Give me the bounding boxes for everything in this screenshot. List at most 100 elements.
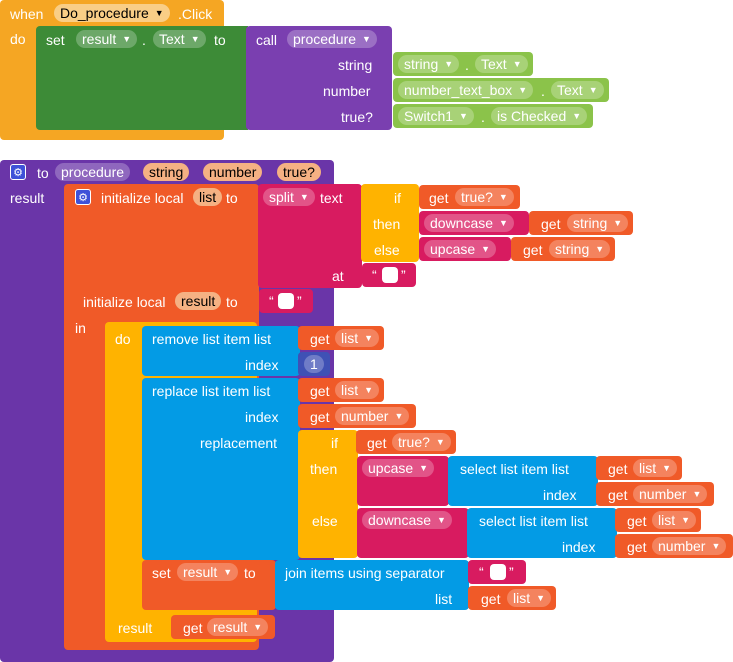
- init-local-to-label: to: [226, 190, 238, 206]
- select1-label: select list item list: [460, 461, 569, 477]
- get-label: get: [310, 331, 330, 347]
- replacement-label: replacement: [200, 435, 278, 451]
- text-function-dropdown[interactable]: downcase▼: [362, 511, 452, 529]
- do-label: do: [10, 31, 26, 47]
- join-with-separator-block[interactable]: [275, 560, 469, 610]
- chevron-down-icon: ▼: [394, 411, 404, 422]
- set-component-dropdown[interactable]: result▼: [76, 30, 138, 48]
- set-dot: .: [142, 32, 146, 48]
- get-list-block-3[interactable]: [596, 456, 682, 480]
- chevron-down-icon: ▼: [681, 515, 691, 526]
- get-var-dropdown[interactable]: result▼: [207, 618, 269, 636]
- get-number-block-1[interactable]: [298, 404, 416, 428]
- set-result-text-block[interactable]: [36, 26, 248, 130]
- string-component-dropdown[interactable]: string▼: [398, 55, 460, 73]
- string-dot: .: [465, 57, 469, 73]
- gear-icon[interactable]: ⚙: [75, 189, 91, 205]
- call-label: call: [256, 32, 278, 48]
- number-text-getter-block[interactable]: [393, 78, 609, 102]
- number-component-dropdown[interactable]: number_text_box▼: [398, 81, 534, 99]
- string-property-dropdown[interactable]: Text▼: [475, 55, 528, 73]
- get-list-block-5[interactable]: [468, 586, 556, 610]
- get-var-dropdown[interactable]: string▼: [549, 240, 611, 258]
- if-then-else-block-1[interactable]: [361, 184, 419, 262]
- upcase-block-2[interactable]: [357, 456, 449, 506]
- get-var-dropdown[interactable]: string▼: [567, 214, 629, 232]
- get-list-block-1[interactable]: [298, 326, 384, 350]
- split-at-label: at: [332, 268, 344, 284]
- split-text-block[interactable]: [258, 184, 362, 288]
- select-list-item-block-1[interactable]: [448, 456, 598, 506]
- get-number-block-3[interactable]: [615, 534, 733, 558]
- chevron-down-icon: ▼: [613, 218, 623, 229]
- get-string-block-1[interactable]: [529, 211, 633, 235]
- text-function-dropdown[interactable]: upcase▼: [424, 240, 497, 258]
- get-label: get: [183, 620, 203, 636]
- switch-property-dropdown[interactable]: is Checked▼: [491, 107, 588, 125]
- get-var-dropdown[interactable]: number▼: [633, 485, 708, 503]
- get-var-dropdown[interactable]: number▼: [335, 407, 410, 425]
- get-string-block-2[interactable]: [511, 237, 615, 261]
- local-var-list-chip[interactable]: list: [193, 188, 223, 206]
- get-var-dropdown[interactable]: true?▼: [455, 188, 514, 206]
- split-function-dropdown[interactable]: split▼: [263, 188, 315, 206]
- text-function-dropdown[interactable]: upcase▼: [362, 459, 435, 477]
- text-function-dropdown[interactable]: downcase▼: [424, 214, 514, 232]
- get-list-block-4[interactable]: [615, 508, 701, 532]
- select-list-item-block-2[interactable]: [467, 508, 617, 558]
- get-label: get: [541, 216, 561, 232]
- get-label: get: [310, 409, 330, 425]
- param-number-chip[interactable]: number: [203, 163, 263, 181]
- get-var-dropdown[interactable]: list▼: [652, 511, 697, 529]
- quote-close: ”: [509, 564, 514, 580]
- empty-text-field[interactable]: [490, 564, 506, 580]
- chevron-down-icon: ▼: [662, 463, 672, 474]
- get-true-block-1[interactable]: [419, 185, 520, 209]
- number-property-dropdown[interactable]: Text▼: [551, 81, 604, 99]
- get-number-block-2[interactable]: [596, 482, 714, 506]
- get-var-dropdown[interactable]: list▼: [507, 589, 552, 607]
- empty-text-field[interactable]: [382, 267, 398, 283]
- get-var-dropdown[interactable]: list▼: [633, 459, 678, 477]
- replace-list-item-block[interactable]: [142, 378, 300, 560]
- local-var-result-chip[interactable]: result: [175, 292, 222, 310]
- call-procedure-block[interactable]: [246, 26, 392, 130]
- string-text-getter-block[interactable]: [393, 52, 533, 76]
- quote-close: ”: [297, 293, 302, 309]
- set-property-dropdown[interactable]: Text▼: [153, 30, 206, 48]
- set-to-label: to: [214, 32, 226, 48]
- if2-then-label: then: [310, 461, 338, 477]
- number-1-block[interactable]: [298, 352, 330, 376]
- remove-list-item-block[interactable]: [142, 326, 300, 376]
- replace-index-label: index: [245, 409, 279, 425]
- chevron-down-icon: ▼: [499, 218, 508, 229]
- get-list-block-2[interactable]: [298, 378, 384, 402]
- event-component-dropdown[interactable]: Do_procedure▼: [54, 4, 170, 22]
- set-var-dropdown[interactable]: result▼: [177, 563, 239, 581]
- get-var-dropdown[interactable]: number▼: [652, 537, 727, 555]
- empty-text-field[interactable]: [278, 293, 294, 309]
- upcase-block-1[interactable]: [419, 237, 511, 261]
- call-procedure-dropdown[interactable]: procedure▼: [287, 30, 377, 48]
- chevron-down-icon: ▼: [253, 622, 263, 633]
- switch-component-dropdown[interactable]: Switch1▼: [398, 107, 474, 125]
- select2-index-label: index: [562, 539, 596, 555]
- switch-checked-getter-block[interactable]: [393, 104, 593, 128]
- param-string-chip[interactable]: string: [143, 163, 190, 181]
- select1-index-label: index: [543, 487, 577, 503]
- get-var-dropdown[interactable]: list▼: [335, 381, 380, 399]
- param-true-chip[interactable]: true?: [277, 163, 321, 181]
- get-var-dropdown[interactable]: list▼: [335, 329, 380, 347]
- downcase-block-2[interactable]: [357, 508, 469, 558]
- set-result-block[interactable]: [142, 560, 276, 610]
- get-true-block-2[interactable]: [356, 430, 456, 454]
- chevron-down-icon: ▼: [437, 515, 446, 526]
- get-result-block[interactable]: [171, 615, 275, 639]
- get-var-dropdown[interactable]: true?▼: [392, 433, 451, 451]
- gear-icon[interactable]: ⚙: [10, 164, 26, 180]
- if-then-else-block-2[interactable]: [298, 430, 358, 558]
- number-value-field[interactable]: 1: [304, 355, 324, 373]
- downcase-block-1[interactable]: [419, 211, 529, 235]
- procedure-name-field[interactable]: procedure: [55, 163, 131, 181]
- remove-index-label: index: [245, 357, 279, 373]
